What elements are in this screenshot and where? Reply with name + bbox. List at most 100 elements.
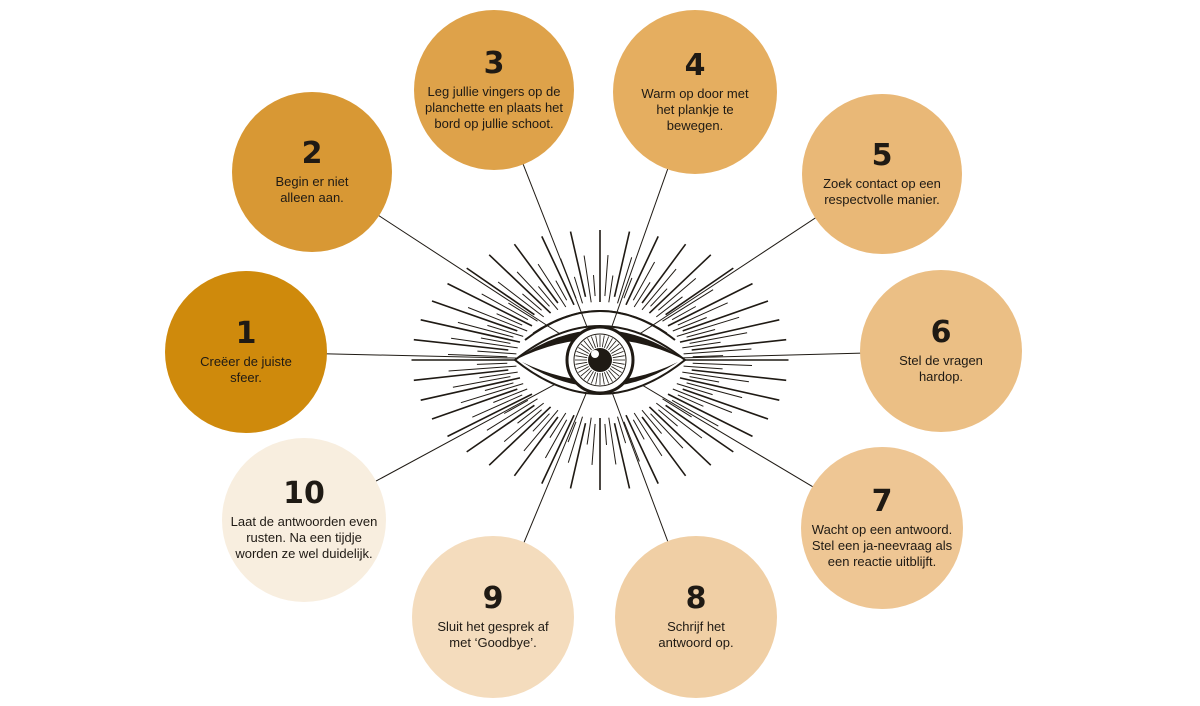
step-9: 9 Sluit het gesprek af met ‘Goodbye’. bbox=[412, 536, 574, 698]
eye-ray bbox=[522, 293, 542, 311]
step-1: 1 Creëer de juiste sfeer. bbox=[165, 271, 327, 433]
step-7: 7 Wacht op een antwoord. Stel een ja-nee… bbox=[801, 447, 963, 609]
step-number: 7 bbox=[871, 484, 893, 519]
eye-ray bbox=[541, 414, 575, 484]
step-number: 9 bbox=[482, 581, 504, 616]
eye-ray bbox=[586, 417, 592, 445]
eye-ray bbox=[503, 409, 542, 442]
eye-ray bbox=[583, 255, 592, 303]
eye-ray bbox=[479, 371, 518, 379]
eye-ray bbox=[658, 409, 678, 427]
eye-ray bbox=[472, 394, 523, 418]
eye-ray bbox=[682, 300, 769, 332]
eye-ray bbox=[496, 313, 523, 326]
step-number: 2 bbox=[301, 136, 323, 171]
eye-ray bbox=[497, 281, 545, 318]
eye-ray bbox=[692, 362, 753, 366]
eye-ray bbox=[623, 277, 633, 299]
eye-ray bbox=[676, 383, 713, 396]
eye-ray bbox=[448, 365, 517, 372]
eye-ray bbox=[671, 306, 697, 321]
eye-ray bbox=[569, 423, 587, 489]
eye-ray bbox=[447, 354, 508, 358]
eye-ray bbox=[591, 423, 596, 465]
eye-ray bbox=[672, 317, 707, 332]
eye-ray bbox=[523, 409, 559, 452]
eye-ray bbox=[466, 267, 535, 316]
step-number: 3 bbox=[483, 46, 505, 81]
eye-ray bbox=[593, 275, 596, 297]
step-number: 8 bbox=[685, 581, 707, 616]
step-number: 6 bbox=[930, 315, 952, 350]
eye-ray bbox=[484, 382, 514, 391]
eye-ray bbox=[431, 300, 518, 332]
step-number: 4 bbox=[684, 48, 706, 83]
eye-ray bbox=[632, 419, 645, 440]
eye-ray bbox=[683, 365, 723, 370]
eye-ray bbox=[650, 288, 668, 307]
eye-ray bbox=[623, 421, 640, 462]
step-10: 10 Laat de antwoorden even rusten. Na ee… bbox=[222, 438, 386, 602]
eye-ray bbox=[493, 388, 528, 403]
step-6: 6 Stel de vragen hardop. bbox=[860, 270, 1022, 432]
step-text: Laat de antwoorden even rusten. Na een t… bbox=[230, 514, 378, 561]
eye-ray bbox=[532, 413, 550, 432]
eye-ray bbox=[691, 338, 787, 351]
step-text: Zoek contact op een respectvolle manier. bbox=[823, 176, 941, 207]
step-3: 3 Leg jullie vingers op de planchette en… bbox=[414, 10, 574, 170]
eye-ray bbox=[648, 406, 712, 466]
step-number: 5 bbox=[871, 138, 893, 173]
step-number: 1 bbox=[235, 316, 257, 351]
eye-ray bbox=[617, 416, 627, 444]
eye-ray bbox=[567, 416, 583, 463]
eye-ray bbox=[481, 293, 529, 321]
eye-ray bbox=[679, 377, 780, 401]
eye-ray bbox=[667, 393, 753, 438]
eye-ray bbox=[538, 286, 559, 311]
eye-ray bbox=[655, 296, 683, 318]
step-text: Sluit het gesprek af met ‘Goodbye’. bbox=[437, 619, 549, 650]
eye-ray bbox=[667, 282, 753, 327]
eye-ray bbox=[641, 409, 662, 434]
eye-ray bbox=[513, 243, 559, 304]
eye-ray bbox=[567, 421, 577, 443]
eye-ray bbox=[650, 413, 684, 449]
eye-ray bbox=[604, 255, 609, 297]
eye-ray bbox=[625, 414, 659, 484]
eye-ray bbox=[431, 388, 518, 420]
eye-ray bbox=[476, 362, 508, 365]
step-4: 4 Warm op door met het plankje te bewege… bbox=[613, 10, 777, 174]
eye-ray bbox=[549, 412, 567, 438]
eye-ray bbox=[480, 337, 511, 344]
eye-ray bbox=[676, 316, 740, 337]
eye-ray bbox=[613, 423, 631, 489]
eye-ray bbox=[671, 399, 719, 427]
step-5: 5 Zoek contact op een respectvolle manie… bbox=[802, 94, 962, 254]
eye-ray bbox=[641, 268, 677, 311]
eye-ray bbox=[677, 302, 728, 326]
eye-ray bbox=[665, 267, 734, 316]
eye-ray bbox=[508, 302, 538, 322]
eye-ray bbox=[682, 371, 749, 383]
eye-ray bbox=[665, 404, 734, 453]
eye-ray bbox=[641, 243, 687, 304]
eye-ray bbox=[625, 236, 659, 306]
eye-ray bbox=[486, 398, 538, 431]
eye-ray bbox=[466, 404, 535, 453]
step-text: Warm op door met het plankje te bewegen. bbox=[641, 86, 749, 133]
eye-ray bbox=[633, 282, 651, 308]
eye-ray bbox=[452, 376, 511, 388]
step-text: Schrijf het antwoord op. bbox=[658, 619, 734, 650]
eye-ray bbox=[692, 355, 724, 358]
eye-ray bbox=[632, 261, 656, 301]
eye-ray bbox=[517, 402, 545, 424]
eye-ray bbox=[544, 419, 568, 459]
eye-ray bbox=[662, 289, 714, 322]
eye-ray bbox=[420, 377, 521, 401]
eye-ray bbox=[541, 236, 575, 306]
all-seeing-eye-icon bbox=[513, 310, 687, 395]
eye-ray bbox=[420, 319, 521, 343]
eye-ray bbox=[555, 280, 568, 301]
eye-ray bbox=[413, 338, 509, 351]
